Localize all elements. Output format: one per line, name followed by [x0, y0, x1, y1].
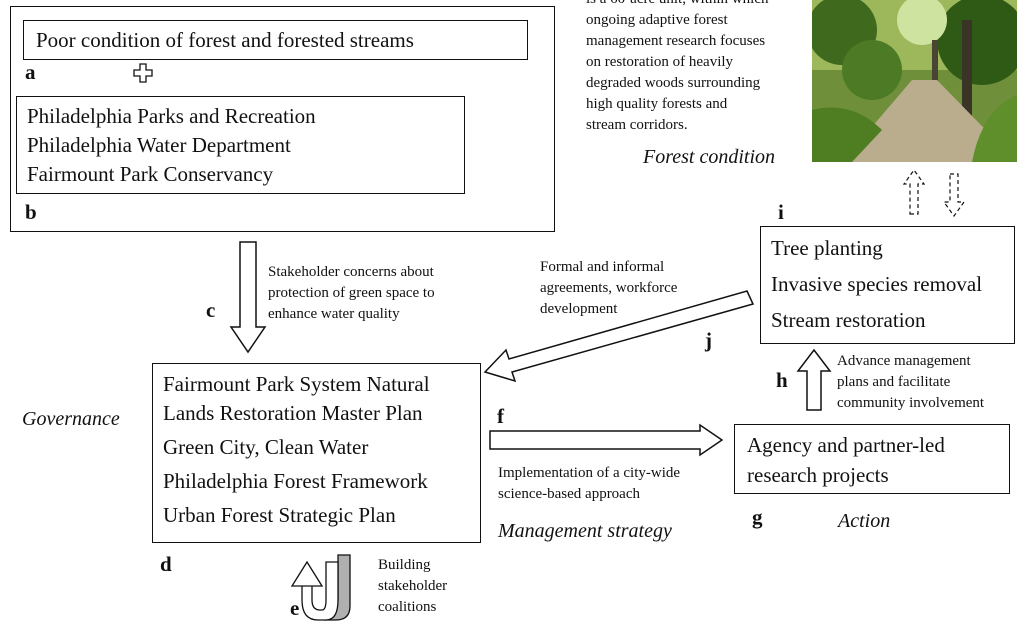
box-b: Philadelphia Parks and Recreation Philad…: [16, 96, 465, 194]
arrow-e-text-1: Building: [378, 557, 431, 573]
dashed-up-arrow: [902, 168, 926, 215]
forest-condition-caption: Forest condition: [643, 146, 776, 168]
arrow-f-text-2: science-based approach: [498, 486, 641, 502]
forest-text-7: stream corridors.: [586, 117, 688, 133]
forest-text-4: on restoration of heavily: [586, 54, 734, 70]
box-d-line-4: Philadelphia Forest Framework: [163, 469, 428, 493]
box-g-line-1: Agency and partner-led: [747, 433, 945, 457]
forest-text-5: degraded woods surrounding: [586, 75, 761, 91]
arrow-j-text-3: development: [540, 301, 618, 317]
box-i-line-2: Invasive species removal: [771, 272, 983, 296]
label-b: b: [25, 200, 37, 224]
label-h: h: [776, 368, 788, 392]
box-g-line-2: research projects: [747, 463, 889, 487]
box-a: Poor condition of forest and forested st…: [23, 20, 528, 60]
arrow-h-text-2: plans and facilitate: [837, 374, 951, 390]
box-d-line-1: Fairmount Park System Natural: [163, 372, 430, 396]
arrow-j-text-1: Formal and informal: [540, 259, 665, 275]
box-a-text: Poor condition of forest and forested st…: [36, 28, 414, 52]
box-i: Tree planting Invasive species removal S…: [760, 226, 1015, 344]
management-strategy-label: Management strategy: [498, 520, 672, 542]
forest-text-1: is a 60-acre unit, within which: [586, 0, 768, 9]
arrow-e-text-2: stakeholder: [378, 578, 448, 594]
box-d-line-3: Green City, Clean Water: [163, 435, 369, 459]
label-e: e: [290, 596, 300, 620]
arrow-c-text-1: Stakeholder concerns about: [268, 264, 434, 280]
arrow-c-shape: [229, 241, 267, 354]
box-g: Agency and partner-led research projects: [734, 424, 1010, 494]
box-i-line-1: Tree planting: [771, 236, 883, 260]
box-d-line-2: Lands Restoration Master Plan: [163, 401, 423, 425]
arrow-j-shape: [483, 290, 755, 383]
arrow-f-shape: [489, 423, 724, 457]
arrow-c-text-3: enhance water quality: [268, 306, 400, 322]
box-b-line-2: Philadelphia Water Department: [27, 133, 291, 157]
governance-label: Governance: [22, 408, 120, 430]
arrow-e-text-3: coalitions: [378, 599, 437, 615]
box-d: Fairmount Park System Natural Lands Rest…: [152, 363, 481, 543]
forest-text-6: high quality forests and: [586, 96, 728, 112]
arrow-h-shape: [796, 348, 832, 411]
box-b-line-3: Fairmount Park Conservancy: [27, 162, 274, 186]
box-d-line-5: Urban Forest Strategic Plan: [163, 503, 396, 527]
arrow-h-text-1: Advance management: [837, 353, 971, 369]
arrow-j-text-2: agreements, workforce: [540, 280, 678, 296]
arrow-c-text-2: protection of green space to: [268, 285, 435, 301]
arrow-e-head: [290, 560, 324, 587]
label-j: j: [705, 328, 712, 352]
action-label: Action: [838, 510, 891, 532]
arrow-h-text-3: community involvement: [837, 395, 985, 411]
forest-photo: [812, 0, 1017, 162]
label-d: d: [160, 552, 172, 576]
arrow-f-text-1: Implementation of a city-wide: [498, 465, 681, 481]
label-c: c: [206, 298, 216, 322]
forest-text-3: management research focuses: [586, 33, 766, 49]
label-i: i: [778, 200, 784, 224]
box-b-line-1: Philadelphia Parks and Recreation: [27, 104, 316, 128]
box-i-line-3: Stream restoration: [771, 308, 926, 332]
forest-text-2: ongoing adaptive forest: [586, 12, 728, 28]
plus-icon: [133, 63, 153, 83]
label-g: g: [752, 505, 763, 529]
dashed-down-arrow: [942, 173, 966, 218]
label-f: f: [497, 404, 504, 428]
label-a: a: [25, 60, 36, 84]
